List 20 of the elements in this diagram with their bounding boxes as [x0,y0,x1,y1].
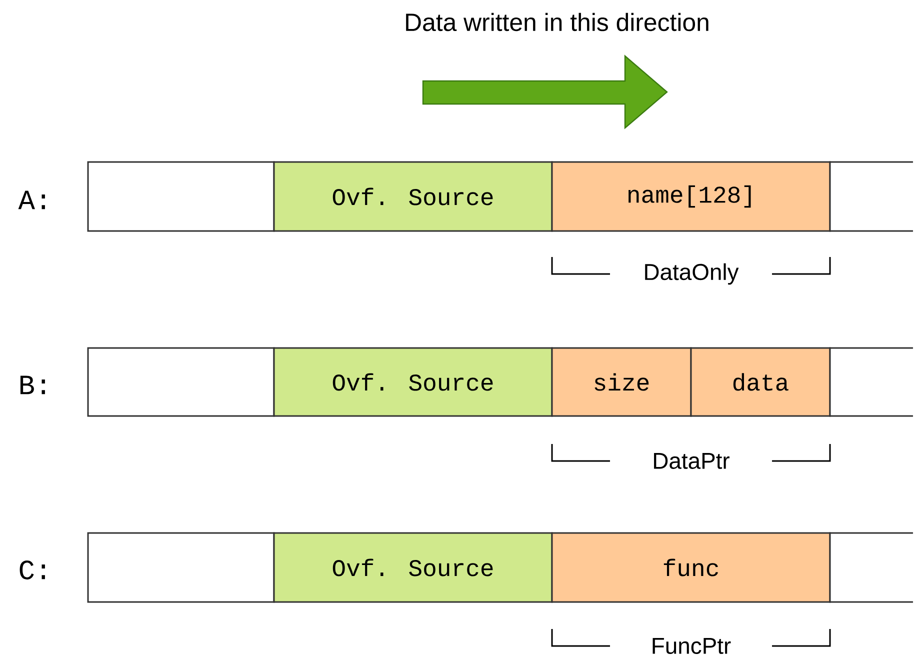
memory-cell [87,532,275,603]
bracket-label: FuncPtr [652,638,731,654]
memory-cell [829,347,913,417]
memory-cell [87,161,275,232]
memory-cell: data [690,347,831,417]
bracket-label: DataPtr [654,453,730,469]
row-label: A: [18,190,45,210]
memory-cell: Ovf. Source [273,347,553,417]
memory-cell [829,532,913,603]
heading: Data written in this direction [406,12,708,32]
row-label: C: [20,560,45,580]
row-label: B: [20,376,45,394]
memory-cell: Ovf. Source [273,161,553,232]
memory-cell [829,161,913,232]
memory-cell: Ovf. Source [273,532,553,603]
memory-cell: func [551,532,831,603]
memory-cell: size [551,347,692,417]
memory-cell [87,347,275,417]
memory-cell: name[128] [551,161,831,232]
bracket-label: DataOnly [645,263,739,285]
